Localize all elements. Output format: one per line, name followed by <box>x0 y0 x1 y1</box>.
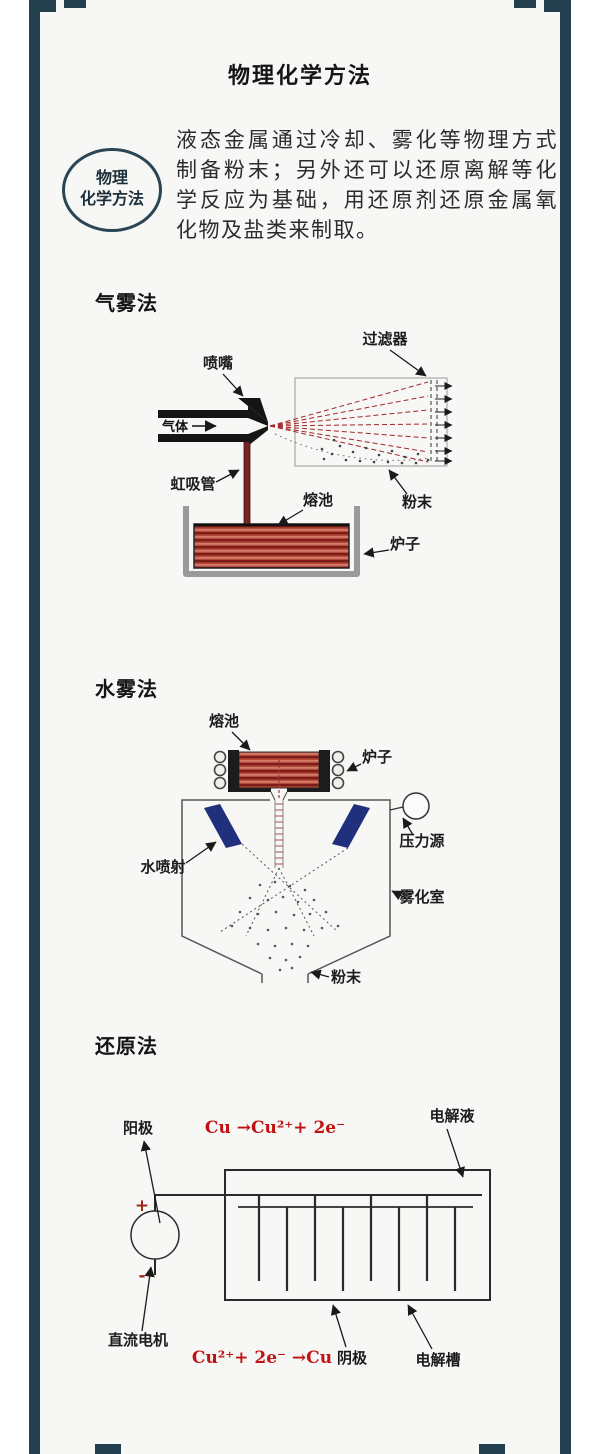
svg-text:炉子: 炉子 <box>390 535 420 553</box>
filter-outflow-arrows <box>435 382 453 465</box>
label-furnace: 炉子 <box>363 535 420 558</box>
chamber-pointer-arrow <box>391 890 405 901</box>
section-title-reduction: 还原法 <box>95 1036 158 1058</box>
powder-pointer-arrow <box>310 969 330 980</box>
melt-pool-pointer-arrow <box>231 731 251 751</box>
anode-reaction-equation: Cu →Cu²⁺+ 2e⁻ <box>205 1118 345 1138</box>
svg-text:炉子: 炉子 <box>362 748 392 766</box>
powder-pointer-arrow <box>388 469 408 495</box>
svg-text:电解液: 电解液 <box>429 1107 475 1125</box>
furnace-pointer-arrow <box>346 761 362 772</box>
nozzle-pointer-arrow <box>222 373 244 397</box>
intro-paragraph: 液态金属通过冷却、雾化等物理方式制备粉末；另外还可以还原离解等化学反应为基础，用… <box>176 129 558 242</box>
chamber-walls <box>181 799 391 975</box>
svg-text:雾化室: 雾化室 <box>398 888 444 906</box>
dc-source-pointer-arrow <box>141 1266 155 1332</box>
powder-settle-curve <box>274 433 431 461</box>
right-border-bar <box>560 0 571 1454</box>
intro-section: 物理 化学方法 液态金属通过冷却、雾化等物理方式制备粉末；另外还可以还原离解等化… <box>62 126 558 246</box>
section-title-water-atomization: 水雾法 <box>95 679 158 701</box>
cathode-pointer-arrow <box>330 1304 347 1348</box>
water-atomization-diagram: 熔池 炉子 压力源 水喷射 雾化室 粉末 <box>140 712 445 986</box>
dc-source-symbol: + - <box>130 1196 180 1286</box>
cell-pointer-arrow <box>407 1304 433 1350</box>
page-title: 物理化学方法 <box>227 63 372 88</box>
svg-text:压力源: 压力源 <box>399 832 444 850</box>
metal-stream <box>270 760 288 868</box>
label-water-jet: 水喷射 <box>140 841 217 876</box>
powder-dots <box>320 438 430 465</box>
minus-terminal: - <box>138 1266 145 1286</box>
svg-text:熔池: 熔池 <box>209 712 239 730</box>
siphon-tube <box>243 441 251 531</box>
svg-text:电解槽: 电解槽 <box>415 1351 460 1369</box>
filter-pointer-arrow <box>389 349 427 377</box>
section-title-gas-atomization: 气雾法 <box>95 293 158 315</box>
label-atomize-chamber: 雾化室 <box>391 888 445 906</box>
label-dc-source: 直流电机 <box>108 1266 168 1349</box>
powder-spray-dots <box>230 880 340 972</box>
furnace-pointer-arrow <box>363 547 390 558</box>
svg-text:水喷射: 水喷射 <box>140 858 185 876</box>
label-anode: 阳极 <box>123 1119 161 1224</box>
pressure-source-symbol <box>389 792 430 820</box>
top-left-ornament <box>40 0 56 12</box>
method-badge: 物理 化学方法 <box>62 148 162 232</box>
label-melt-pool: 熔池 <box>209 712 251 751</box>
top-right-ornament-2 <box>514 0 536 8</box>
bottom-left-ornament <box>95 1444 121 1454</box>
water-jet-pointer-arrow <box>185 841 217 864</box>
reduction-electrolysis-diagram: + - 阳极 Cu →Cu²⁺+ 2e⁻ 电解液 直流电机 Cu²⁺+ 2e⁻ … <box>108 1107 491 1369</box>
gas-label: 气体 <box>162 419 189 434</box>
svg-text:粉末: 粉末 <box>331 968 362 986</box>
collection-box <box>294 377 448 467</box>
spray-cone <box>269 381 429 463</box>
label-pressure-source: 压力源 <box>399 817 445 850</box>
top-right-ornament <box>544 0 560 12</box>
pressure-pointer-arrow <box>402 817 414 836</box>
bottom-right-ornament <box>479 1444 505 1454</box>
svg-text:阴极: 阴极 <box>337 1349 368 1367</box>
furnace-crucible <box>183 506 360 577</box>
siphon-pointer-arrow <box>215 469 240 483</box>
melt-bath <box>193 523 350 569</box>
top-left-ornament-2 <box>64 0 86 8</box>
label-melt-pool: 熔池 <box>277 491 333 526</box>
gas-atomization-diagram: 气体 过滤器 喷嘴 虹吸管 熔池 粉末 炉子 <box>158 330 453 577</box>
electrode-plates <box>154 1194 482 1291</box>
spray-pattern <box>219 843 349 937</box>
electrolytic-tank <box>224 1169 491 1301</box>
badge-line-2: 化学方法 <box>79 191 144 208</box>
label-filter: 过滤器 <box>362 330 427 377</box>
badge-line-1: 物理 <box>95 170 128 188</box>
gas-tube-nozzle <box>158 398 268 446</box>
cathode-reaction-equation: Cu²⁺+ 2e⁻ →Cu <box>192 1348 332 1368</box>
svg-text:虹吸管: 虹吸管 <box>170 475 215 493</box>
melt-pool-pointer-arrow <box>277 509 304 526</box>
water-jet-right <box>332 804 370 848</box>
label-siphon: 虹吸管 <box>170 469 240 493</box>
content-background <box>40 0 560 1454</box>
label-nozzle: 喷嘴 <box>203 354 244 397</box>
svg-text:粉末: 粉末 <box>402 493 433 511</box>
water-jet-left <box>204 804 242 848</box>
label-powder: 粉末 <box>388 469 433 511</box>
label-powder: 粉末 <box>310 968 362 986</box>
svg-text:直流电机: 直流电机 <box>108 1331 168 1349</box>
induction-coils <box>213 750 345 790</box>
label-cell: 电解槽 <box>407 1304 461 1369</box>
svg-text:熔池: 熔池 <box>303 491 333 509</box>
svg-text:喷嘴: 喷嘴 <box>203 354 233 372</box>
label-electrolyte: 电解液 <box>429 1107 475 1178</box>
svg-text:阳极: 阳极 <box>123 1119 154 1137</box>
label-furnace: 炉子 <box>346 748 392 772</box>
left-border-bar <box>29 0 40 1454</box>
anode-pointer-arrow <box>140 1140 161 1224</box>
label-cathode: 阴极 <box>330 1304 368 1367</box>
electrolyte-pointer-arrow <box>446 1128 465 1178</box>
plus-terminal: + <box>135 1196 149 1216</box>
svg-text:过滤器: 过滤器 <box>362 330 408 348</box>
